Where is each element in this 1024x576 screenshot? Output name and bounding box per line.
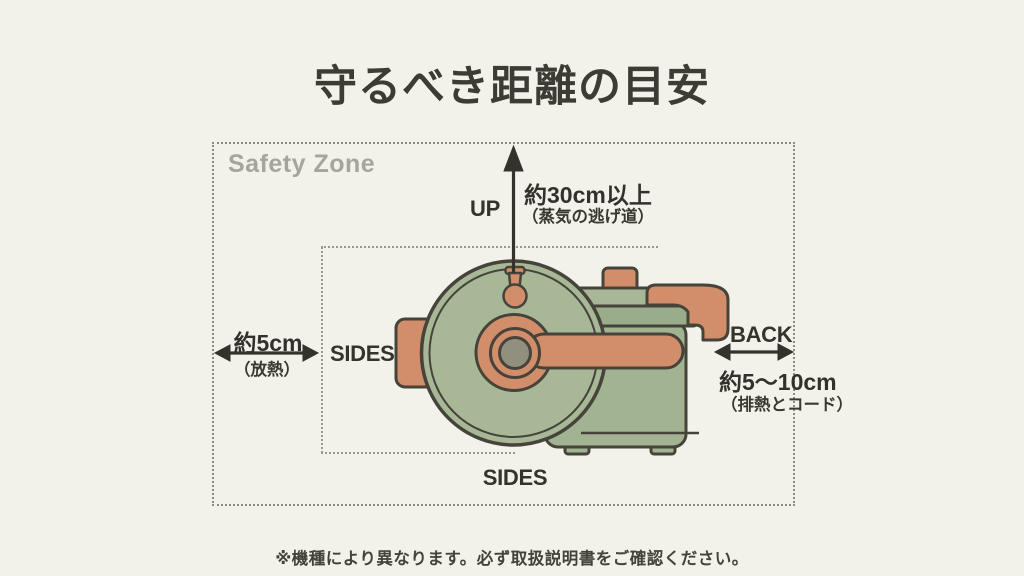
lid-lock-center bbox=[498, 336, 532, 370]
footnote: ※機種により異なります。必ず取扱説明書をご確認ください。 bbox=[275, 550, 749, 568]
safety-zone-boundary bbox=[212, 142, 795, 506]
sides-distance-value: 約5cm bbox=[233, 330, 303, 356]
pressure-cooker-illustration bbox=[394, 259, 730, 456]
sides-left-direction-label: SIDES bbox=[330, 341, 395, 366]
lid-handle-bar bbox=[525, 332, 685, 370]
back-direction-label: BACK bbox=[730, 322, 793, 347]
footprint-boundary-left bbox=[321, 247, 323, 453]
up-distance-value: 約30cm以上 bbox=[524, 182, 652, 208]
footprint-boundary-top bbox=[321, 246, 658, 248]
up-distance-note: （蒸気の逃げ道） bbox=[522, 208, 654, 226]
safety-zone-label: Safety Zone bbox=[228, 150, 376, 178]
up-direction-label: UP bbox=[470, 196, 500, 221]
footprint-boundary-bottom bbox=[321, 452, 515, 454]
back-distance-note: （排熱とコード） bbox=[721, 396, 853, 414]
sides-bottom-direction-label: SIDES bbox=[482, 465, 548, 490]
cooker-back-handle bbox=[645, 283, 730, 342]
page-title: 守るべき距離の目安 bbox=[314, 63, 710, 111]
back-distance-value: 約5〜10cm bbox=[719, 369, 837, 395]
steam-valve-icon bbox=[502, 265, 528, 309]
sides-distance-note: （放熱） bbox=[234, 361, 300, 379]
